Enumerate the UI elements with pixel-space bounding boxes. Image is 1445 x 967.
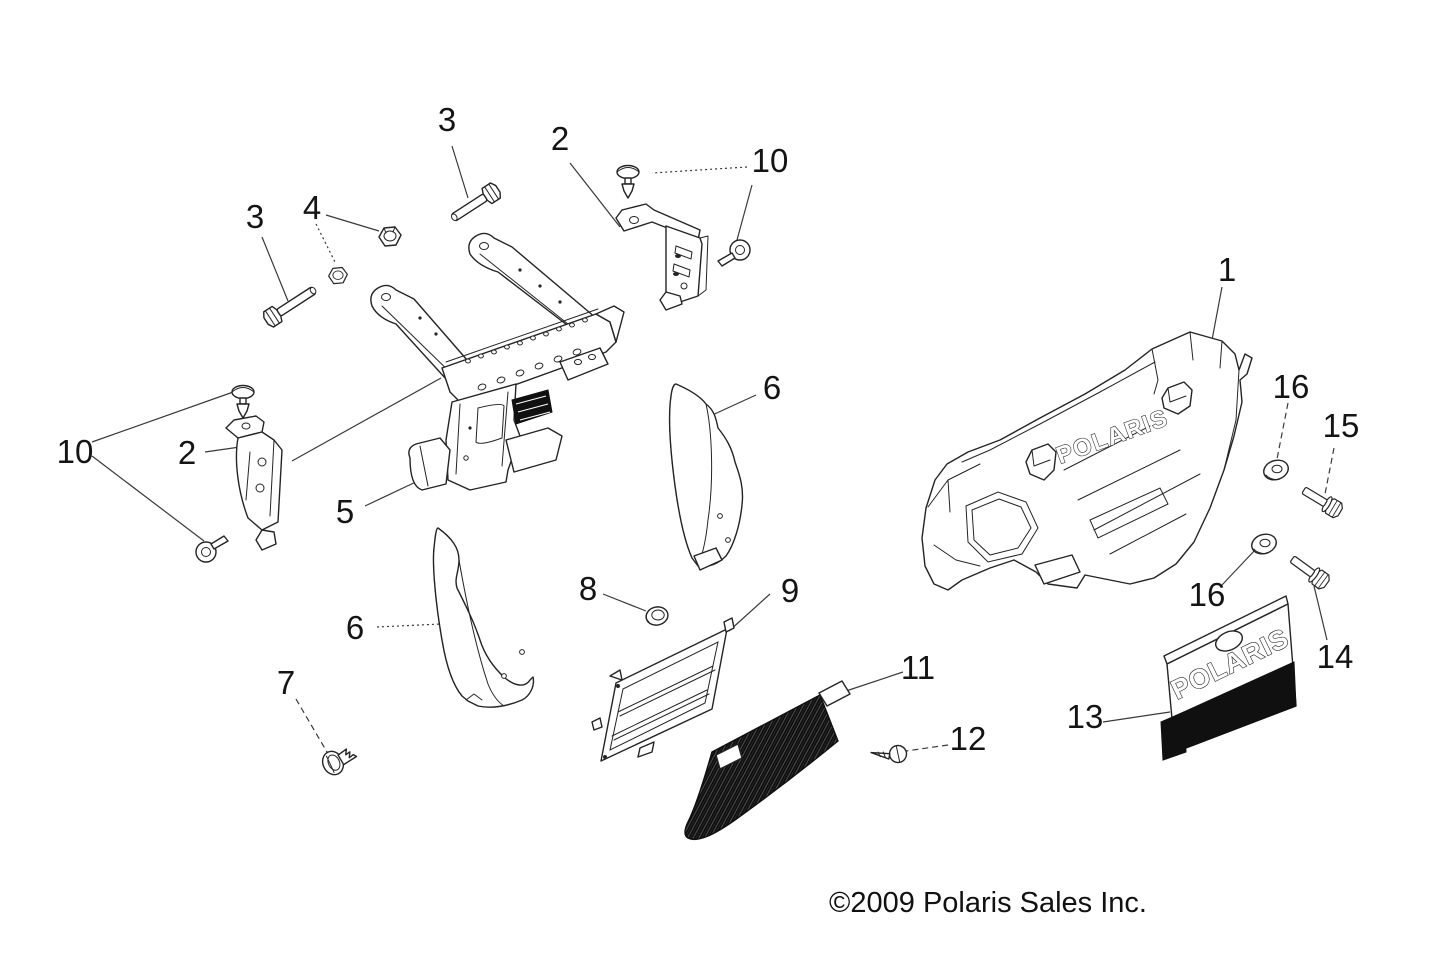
nut-large-illustration (378, 226, 402, 247)
copyright-text: ©2009 Polaris Sales Inc. (829, 887, 1147, 919)
washer-upper-illustration (1263, 459, 1289, 481)
mesh-screen-illustration (684, 680, 851, 840)
washer-lower-illustration (1251, 533, 1277, 555)
bracket-upper-illustration (615, 203, 709, 311)
screw-12-illustration (870, 744, 908, 764)
push-fastener-illustration (321, 748, 358, 776)
callout-2-upper: 2 (551, 120, 569, 157)
callout-9: 9 (781, 572, 799, 609)
grille-illustration: POLARIS (1160, 595, 1297, 761)
crossbar-oval-holes (477, 348, 582, 391)
callout-16-upper: 16 (1273, 368, 1310, 405)
callout-8: 8 (579, 570, 597, 607)
nut-small-illustration (328, 266, 348, 285)
callout-11: 11 (901, 649, 935, 686)
screen-bezel-illustration (591, 617, 735, 762)
shield-right-illustration (668, 383, 744, 571)
callout-labels: 3 2 10 4 3 1 16 15 6 10 2 5 8 9 16 6 14 … (57, 101, 1360, 757)
callout-15: 15 (1323, 407, 1360, 444)
callout-4: 4 (303, 189, 321, 226)
bumper-frame-illustration (370, 232, 625, 491)
bolt-lower-illustration (263, 286, 317, 328)
callout-10-lower: 10 (57, 433, 94, 470)
rivet-left-illustration (231, 384, 255, 419)
callout-5: 5 (336, 493, 354, 530)
crossbar-hole-row (465, 317, 588, 364)
callout-2-lower: 2 (178, 434, 196, 471)
callout-3-upper: 3 (438, 101, 456, 138)
leader-lines (91, 145, 1335, 753)
bolt-14-illustration (1290, 555, 1330, 590)
callout-3-lower: 3 (246, 198, 264, 235)
bolt-15-illustration (1301, 486, 1343, 519)
grommet-illustration (645, 606, 669, 626)
callout-10-upper: 10 (752, 142, 789, 179)
callout-6-left: 6 (346, 609, 364, 646)
bumper-cover-illustration: POLARIS (921, 331, 1253, 591)
callout-16-lower: 16 (1189, 576, 1226, 613)
screw-left-illustration (195, 535, 229, 563)
callout-7: 7 (277, 664, 295, 701)
rivet-upper-illustration (616, 164, 640, 199)
shield-left-illustration (432, 527, 535, 708)
callout-14: 14 (1317, 638, 1354, 675)
bolt-upper-illustration (450, 182, 501, 222)
callout-13: 13 (1067, 698, 1104, 735)
callout-12: 12 (950, 720, 987, 757)
callout-1: 1 (1218, 251, 1236, 288)
callout-6-right: 6 (763, 369, 781, 406)
screw-upper-illustration (717, 239, 751, 267)
bracket-lower-illustration (225, 415, 283, 551)
